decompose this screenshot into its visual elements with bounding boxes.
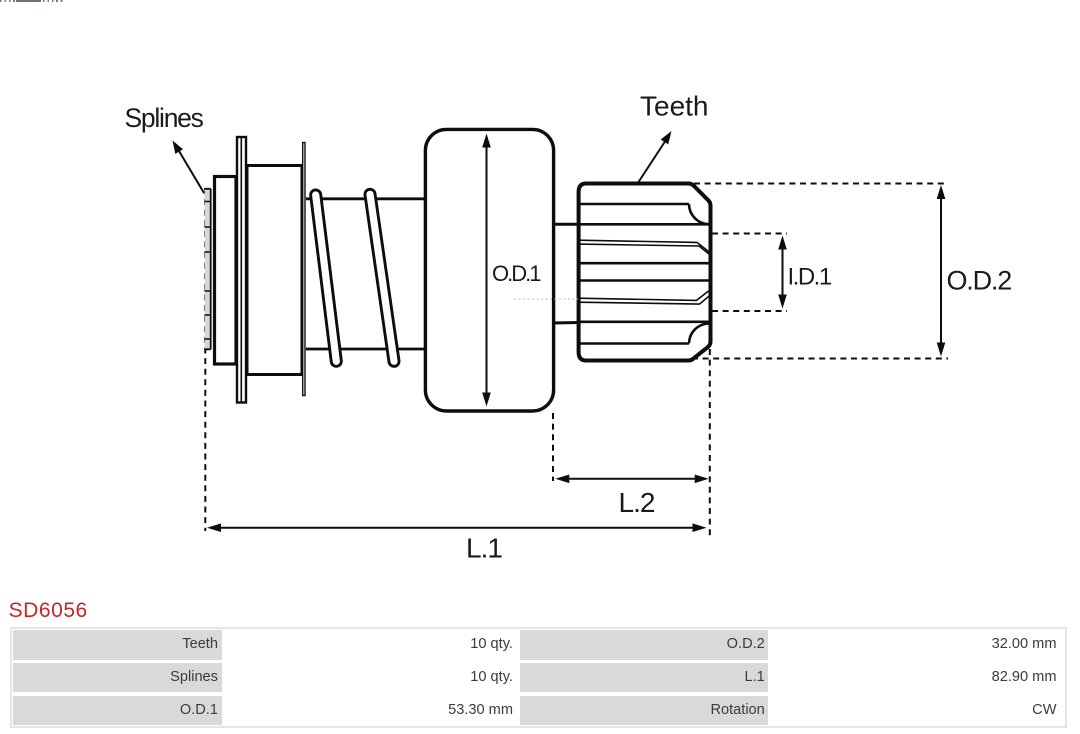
svg-text:L.2: L.2 (619, 487, 655, 518)
svg-text:Splines: Splines (125, 103, 204, 133)
svg-text:I.D.1: I.D.1 (788, 264, 832, 291)
svg-text:Teeth: Teeth (640, 90, 709, 121)
svg-text:L.1: L.1 (466, 533, 502, 564)
svg-text:O.D.1: O.D.1 (492, 261, 541, 286)
svg-text:O.D.2: O.D.2 (947, 266, 1012, 296)
